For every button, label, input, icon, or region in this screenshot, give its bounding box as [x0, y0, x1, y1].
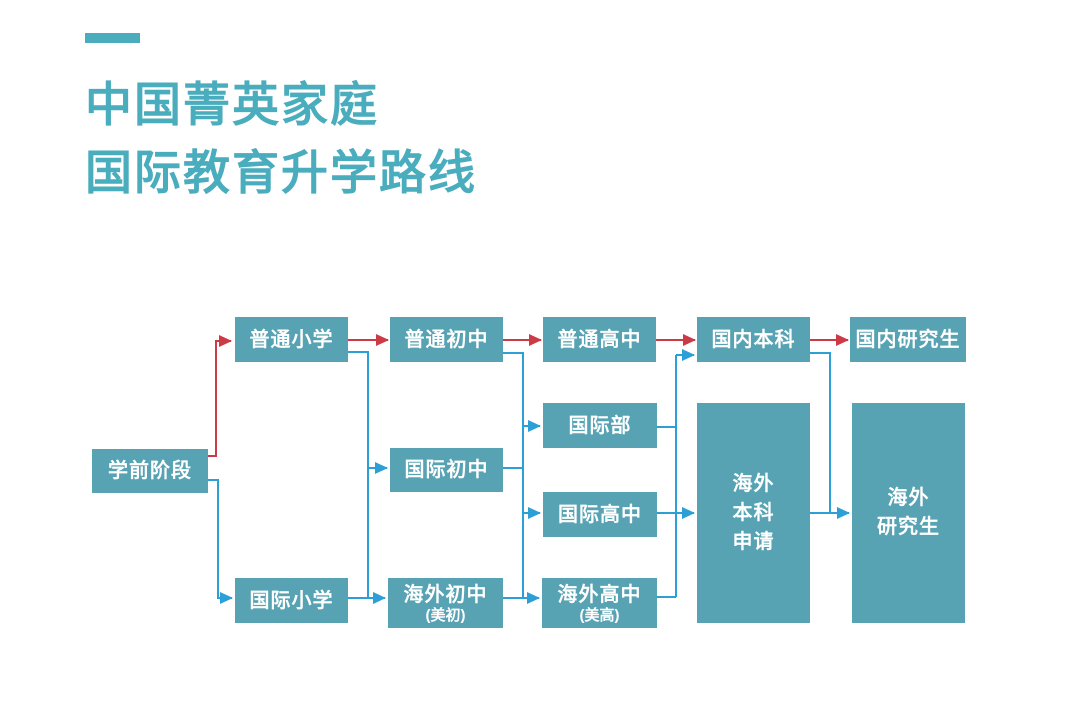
- node-regular-primary: 普通小学: [235, 317, 348, 362]
- node-label: 普通初中: [404, 328, 489, 351]
- edge-domestic-undergrad-to-overseas-postgrad: [810, 352, 831, 513]
- node-label: 海外初中: [403, 583, 488, 606]
- node-intl-middle: 国际初中: [390, 448, 503, 492]
- node-sublabel: (美初): [425, 606, 466, 624]
- node-label: 国内本科: [711, 328, 796, 351]
- node-regular-high: 普通高中: [543, 317, 656, 362]
- edge-preschool-to-regular-primary: [208, 335, 232, 457]
- node-label-line: 海外: [732, 472, 775, 495]
- node-label: 普通小学: [249, 328, 334, 351]
- title-block: 中国菁英家庭 国际教育升学路线: [85, 33, 477, 207]
- node-label: 国内研究生: [855, 328, 961, 351]
- node-label-line: 海外: [887, 487, 930, 509]
- node-intl-dept: 国际部: [543, 403, 657, 448]
- node-label-line: 本科: [732, 501, 775, 524]
- title-line-1: 中国菁英家庭: [85, 78, 379, 131]
- node-label: 学前阶段: [108, 460, 192, 482]
- node-label: 普通高中: [557, 328, 642, 351]
- node-overseas-postgrad: 海外 研究生: [852, 403, 965, 623]
- node-intl-high: 国际高中: [543, 492, 657, 537]
- edge-regular-primary-bus: [348, 351, 369, 598]
- node-sublabel: (美高): [579, 606, 620, 624]
- node-overseas-high: 海外高中 (美高): [542, 578, 657, 628]
- node-label: 国际初中: [404, 459, 489, 481]
- node-label: 国际小学: [249, 589, 334, 612]
- node-label: 国际高中: [558, 503, 642, 526]
- node-overseas-middle: 海外初中 (美初): [388, 578, 503, 628]
- node-regular-middle: 普通初中: [390, 317, 503, 362]
- node-domestic-undergrad: 国内本科: [697, 317, 810, 362]
- node-preschool: 学前阶段: [92, 449, 208, 493]
- node-label-line: 研究生: [877, 516, 940, 538]
- node-label-line: 申请: [732, 530, 775, 553]
- edge-preschool-to-intl-primary: [208, 479, 233, 604]
- node-label: 国际部: [568, 414, 632, 437]
- node-overseas-undergrad-application: 海外 本科 申请: [697, 403, 810, 623]
- title-dash-decoration: [85, 33, 140, 43]
- node-domestic-postgrad: 国内研究生: [850, 317, 966, 362]
- edge-regular-middle-bus: [503, 352, 524, 598]
- node-intl-primary: 国际小学: [235, 578, 348, 623]
- node-label: 海外高中: [557, 583, 642, 606]
- title-line-2: 国际教育升学路线: [85, 146, 477, 199]
